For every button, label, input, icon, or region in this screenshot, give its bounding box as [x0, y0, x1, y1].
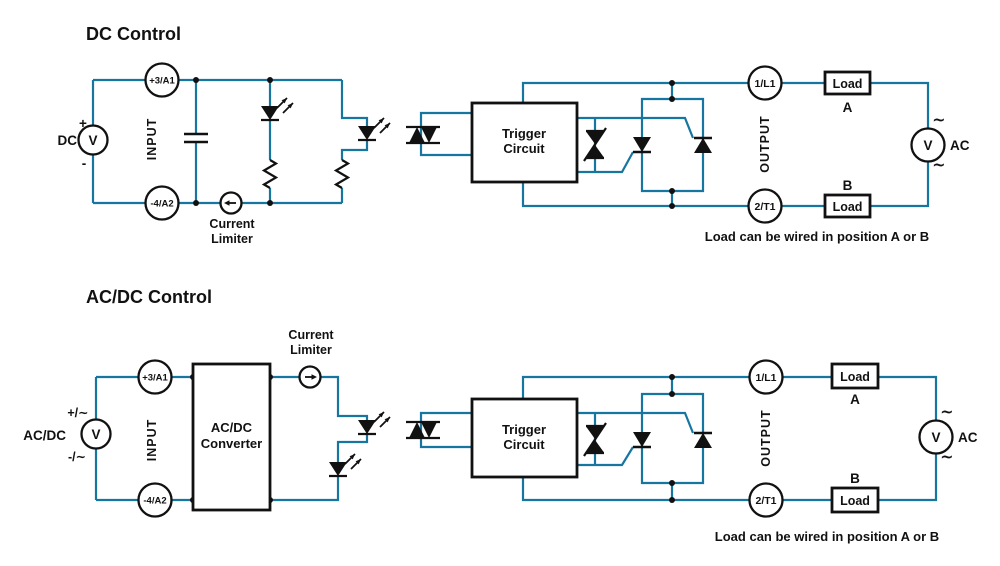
output-terminal-top-label: 1/L1 [755, 372, 776, 384]
output-terminal-bottom [747, 188, 783, 224]
trigger-circuit-label: Circuit [503, 437, 545, 452]
polarity-minus: - [82, 156, 87, 171]
dc-optocoupler-loop-wire [419, 111, 472, 157]
input-terminal-bottom-label: -4/A2 [150, 199, 173, 210]
acdc-voltage-source [80, 418, 112, 450]
output-terminal-bottom [748, 482, 784, 518]
voltmeter-symbol: V [88, 133, 97, 148]
load-position-caption: Load can be wired in position A or B [715, 529, 939, 544]
dc-voltage-source [77, 124, 109, 156]
input-terminal-top-label: +3/A1 [149, 76, 175, 87]
load-a-label: Load [840, 370, 870, 384]
sine-wave-icon: ∼ [932, 112, 945, 129]
output-section-label: OUTPUT [758, 115, 772, 172]
position-a-label: A [850, 392, 860, 407]
load-box-a [830, 362, 880, 390]
output-terminal-bottom-label: 2/T1 [755, 495, 776, 507]
input-terminal-bottom [144, 185, 180, 221]
load-box-b [823, 193, 872, 219]
ac-source-label: AC [950, 138, 970, 153]
dc-control-diagram: DC Control V DC + - +3/A1 [58, 24, 970, 246]
sine-wave-icon: ∼ [940, 449, 953, 466]
load-b-label: Load [833, 200, 863, 214]
sine-wave-icon: ∼ [940, 404, 953, 421]
current-limiter-label: Limiter [290, 343, 332, 357]
current-limiter-label: Current [288, 328, 334, 342]
load-a-label: Load [833, 77, 863, 91]
output-section-label: OUTPUT [759, 409, 773, 466]
ac-source-label: AC [958, 430, 978, 445]
input-terminal-top [137, 359, 173, 395]
position-a-label: A [843, 100, 853, 115]
output-terminal-top [748, 359, 784, 395]
trigger-circuit-label: Circuit [503, 141, 545, 156]
output-terminal-top [747, 65, 783, 101]
trigger-circuit-label: Trigger [502, 422, 546, 437]
capacitor-icon [184, 132, 208, 144]
ac-voltage-source [910, 127, 946, 163]
load-box-a [823, 70, 872, 96]
junction-dots [193, 77, 675, 209]
input-terminal-top [144, 62, 180, 98]
input-section-label: INPUT [145, 419, 159, 462]
acdc-title: AC/DC Control [86, 287, 212, 307]
load-box-b [830, 486, 880, 514]
output-terminal-top-label: 1/L1 [754, 78, 775, 90]
load-b-label: Load [840, 494, 870, 508]
polarity-minus-wave: -/∼ [68, 450, 86, 464]
current-limiter-label: Current [209, 217, 255, 231]
acdc-control-diagram: AC/DC Control V AC/DC +/∼ -/∼ +3/A1 [23, 287, 977, 544]
input-terminal-bottom [137, 482, 173, 518]
converter-label: Converter [201, 436, 262, 451]
dc-source-label: DC [58, 133, 78, 148]
voltmeter-symbol: V [931, 430, 940, 445]
trigger-circuit-box [470, 101, 579, 184]
acdc-source-label: AC/DC [23, 428, 66, 443]
current-limiter-icon [298, 365, 322, 389]
load-position-caption: Load can be wired in position A or B [705, 229, 929, 244]
polarity-plus-wave: +/∼ [67, 406, 88, 420]
ac-voltage-source [918, 419, 954, 455]
polarity-plus: + [79, 116, 87, 131]
sine-wave-icon: ∼ [932, 157, 945, 174]
input-terminal-top-label: +3/A1 [142, 373, 168, 384]
current-limiter-label: Limiter [211, 232, 253, 246]
converter-label: AC/DC [211, 420, 253, 435]
trigger-circuit-label: Trigger [502, 126, 546, 141]
input-section-label: INPUT [145, 118, 159, 161]
voltmeter-symbol: V [923, 138, 932, 153]
current-limiter-icon [219, 191, 243, 215]
trigger-circuit-box [470, 397, 579, 479]
acdc-converter-box [191, 362, 272, 512]
dc-title: DC Control [86, 24, 181, 44]
position-b-label: B [843, 178, 853, 193]
output-terminal-bottom-label: 2/T1 [754, 201, 775, 213]
position-b-label: B [850, 471, 860, 486]
voltmeter-symbol: V [91, 427, 100, 442]
input-terminal-bottom-label: -4/A2 [143, 496, 166, 507]
